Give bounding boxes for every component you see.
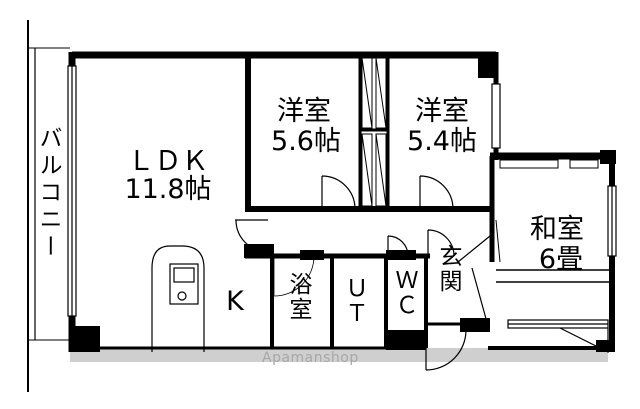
entrance-label: 玄関: [435, 244, 461, 294]
doors: [235, 175, 609, 371]
closets: [361, 57, 599, 263]
wall-block: [300, 250, 324, 260]
toilet-label: ＷＣ: [391, 268, 417, 318]
balcony: [27, 20, 70, 392]
wall-block: [386, 250, 416, 260]
corner-post: [72, 326, 100, 352]
ldk-name: ＬＤＫ: [127, 146, 209, 177]
corner-post: [596, 340, 614, 352]
western-room-1-size: 5.6帖: [271, 126, 341, 157]
watermark: Apamanshop: [262, 350, 359, 366]
corner-post: [600, 150, 616, 164]
windows: [67, 65, 617, 329]
western-room-2-name: 洋室: [415, 96, 469, 127]
japanese-room-size: 6畳: [538, 244, 584, 275]
bath-label: 浴室: [285, 272, 311, 322]
utility-label: ＵＴ: [341, 276, 367, 326]
corner-post: [386, 330, 426, 350]
western-room-2-size: 5.4帖: [407, 126, 477, 157]
japanese-room-name: 和室: [530, 214, 584, 245]
kitchen-counter: [151, 245, 205, 352]
corner-post: [478, 52, 498, 78]
ldk-size: 11.8帖: [124, 174, 212, 205]
kitchen-label: K: [226, 286, 244, 317]
western-room-1-name: 洋室: [277, 96, 331, 127]
balcony-label: バルコニー: [35, 126, 61, 261]
